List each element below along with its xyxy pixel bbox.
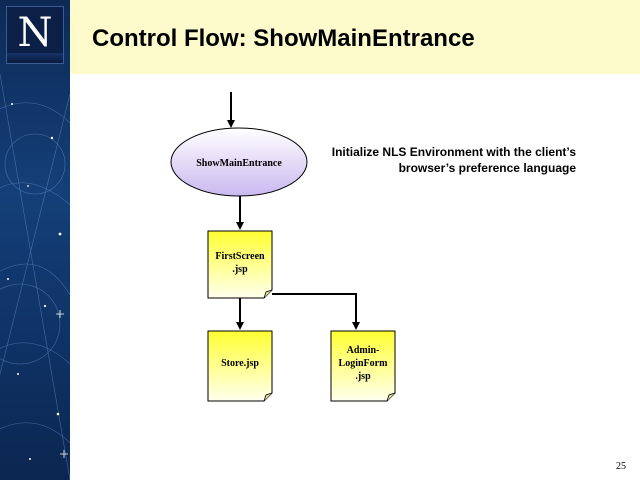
page-number: 25 <box>616 461 626 472</box>
store-node: Store.jsp <box>207 330 273 402</box>
arrow-to-admin-login <box>272 293 360 330</box>
show-main-entrance-label: ShowMainEntrance <box>196 158 282 169</box>
show-main-entrance-node: ShowMainEntrance <box>170 127 308 197</box>
logo-letter: N <box>17 10 53 56</box>
nls-note-line2: browser’s preference language <box>398 161 576 175</box>
admin-label-line1: Admin- <box>347 345 380 356</box>
title-band: Control Flow: ShowMainEntrance <box>70 0 640 74</box>
first-screen-node: FirstScreen .jsp <box>207 230 273 299</box>
store-label: Store.jsp <box>221 358 259 369</box>
nls-note: Initialize NLS Environment with the clie… <box>300 144 576 176</box>
admin-login-form-node: Admin- LoginForm .jsp <box>330 330 396 402</box>
admin-label-line2: LoginForm <box>339 358 389 369</box>
decorative-sidebar: N <box>0 0 70 480</box>
first-screen-label-line1: FirstScreen <box>215 251 265 262</box>
logo-horizon <box>7 53 63 63</box>
slide-title: Control Flow: ShowMainEntrance <box>92 25 475 52</box>
first-screen-label-line2: .jsp <box>232 264 248 275</box>
nls-note-line1: Initialize NLS Environment with the clie… <box>331 145 576 159</box>
admin-label-line3: .jsp <box>355 371 371 382</box>
netscape-logo: N <box>6 6 64 64</box>
star-map-pattern <box>0 74 70 480</box>
